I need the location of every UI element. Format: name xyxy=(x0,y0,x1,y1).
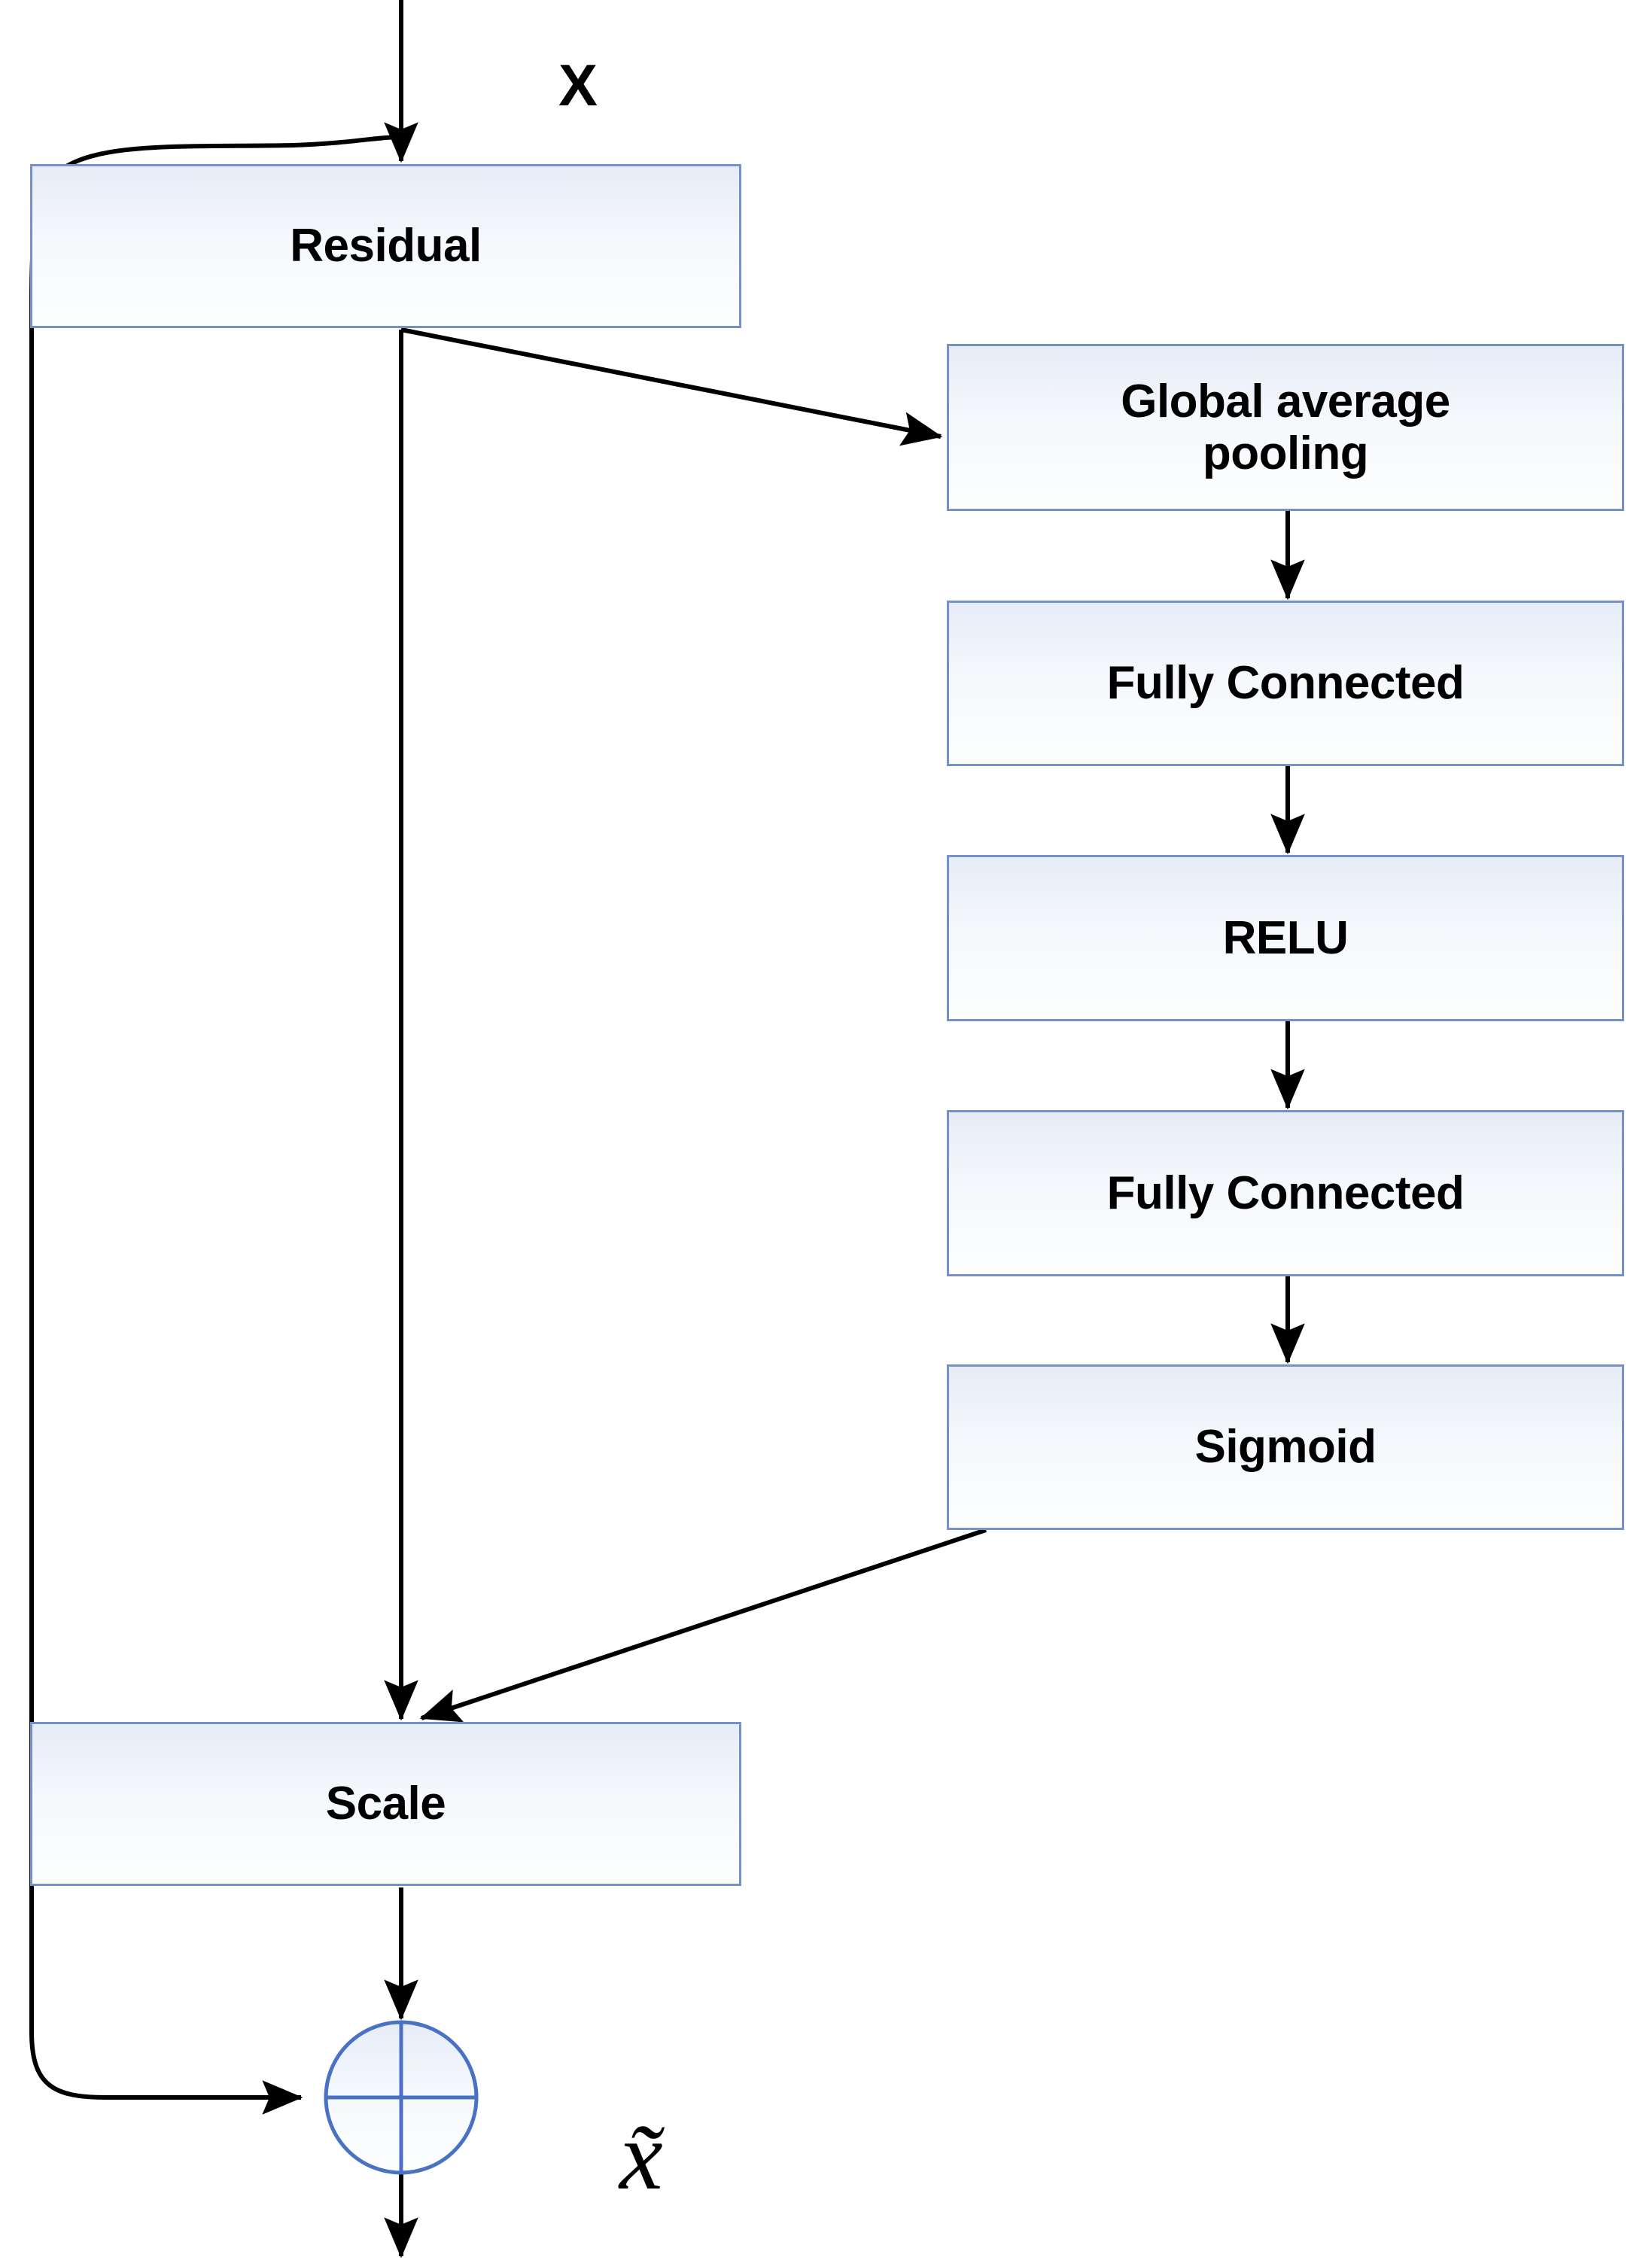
edge-residual-to-gap xyxy=(400,327,943,446)
output-label: x̃ xyxy=(619,2102,663,2210)
node-global-average-pooling[interactable]: Global average pooling xyxy=(947,344,1624,511)
node-scale[interactable]: Scale xyxy=(30,1722,741,1886)
node-fully-connected-2[interactable]: Fully Connected xyxy=(947,1110,1624,1276)
input-label: X xyxy=(558,52,598,118)
node-residual[interactable]: Residual xyxy=(30,164,741,328)
node-sigmoid-label: Sigmoid xyxy=(1194,1421,1377,1474)
node-scale-label: Scale xyxy=(325,1778,446,1830)
node-global-average-pooling-label: Global average pooling xyxy=(1121,375,1450,479)
node-relu[interactable]: RELU xyxy=(947,855,1624,1021)
edge-sigmoid-to-scale xyxy=(419,1528,987,1723)
node-fully-connected-1[interactable]: Fully Connected xyxy=(947,601,1624,766)
node-fully-connected-1-label: Fully Connected xyxy=(1106,657,1465,710)
node-relu-label: RELU xyxy=(1222,911,1349,964)
node-sigmoid[interactable]: Sigmoid xyxy=(947,1364,1624,1530)
node-fully-connected-2-label: Fully Connected xyxy=(1106,1167,1465,1219)
node-residual-label: Residual xyxy=(290,220,482,272)
sum-node xyxy=(324,2020,479,2175)
